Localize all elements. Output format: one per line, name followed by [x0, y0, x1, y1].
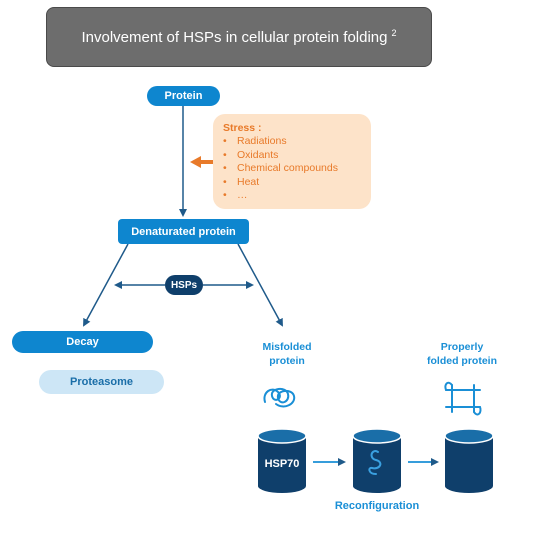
protein-node: Protein: [147, 86, 220, 106]
stress-item: Oxidants: [223, 149, 361, 163]
misfolded-line2: protein: [269, 355, 305, 367]
reconfiguration-cylinder: [352, 428, 402, 493]
denatured-protein-node: Denaturated protein: [118, 219, 249, 244]
hsp70-label: HSP70: [264, 458, 300, 470]
folded-protein-icon: [444, 381, 482, 416]
stress-arrowhead: [190, 156, 201, 168]
properly-line2: folded protein: [427, 355, 497, 367]
hsps-node: HSPs: [165, 275, 203, 295]
arrow-to-misfolded: [237, 243, 283, 327]
title-superscript: 2: [391, 28, 397, 38]
stress-item: Radiations: [223, 135, 361, 149]
proteasome-node: Proteasome: [39, 370, 164, 394]
hsp70-cylinder: [257, 428, 307, 493]
stress-item: Chemical compounds: [223, 162, 361, 176]
properly-line1: Properly: [440, 341, 484, 353]
misfolded-line1: Misfolded: [262, 341, 312, 353]
folded-cylinder: [444, 428, 494, 493]
arrow-to-decay: [83, 243, 129, 327]
properly-folded-label: Properly folded protein: [412, 340, 512, 368]
title-text: Involvement of HSPs in cellular protein …: [81, 28, 388, 46]
reconfiguring-protein-icon: [368, 450, 382, 475]
stress-title: Stress :: [223, 122, 262, 134]
reconfiguration-label: Reconfiguration: [334, 500, 420, 512]
misfolded-protein-icon: [263, 388, 296, 408]
stress-item: …: [223, 189, 361, 203]
decay-node: Decay: [12, 331, 153, 353]
stress-item: Heat: [223, 176, 361, 190]
misfolded-protein-label: Misfolded protein: [247, 340, 327, 368]
title-banner: Involvement of HSPs in cellular protein …: [46, 7, 432, 67]
stress-list: Radiations Oxidants Chemical compounds H…: [223, 135, 361, 203]
stress-box: Stress : Radiations Oxidants Chemical co…: [213, 114, 371, 209]
